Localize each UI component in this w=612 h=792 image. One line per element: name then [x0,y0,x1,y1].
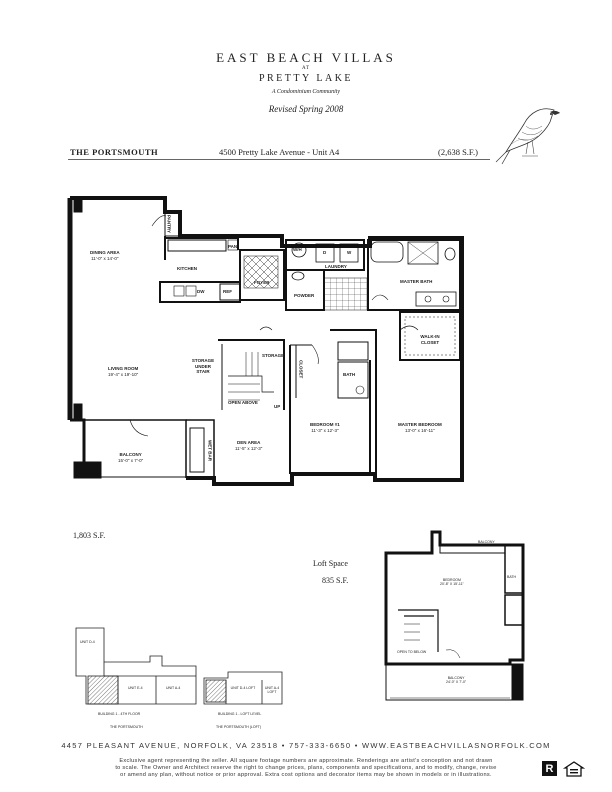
open-to-below-label: OPEN TO BELOW [397,650,427,654]
key-caption-right-1: BUILDING 1 - LOFT LEVEL [218,712,262,716]
bath-label: BATH [343,372,356,377]
kitchen-label: KITCHEN [177,266,197,271]
dw-label: DW [197,289,205,294]
footer-logos: R [542,761,585,777]
loft-balcony-top-label: BALCONY [478,540,495,544]
ref-label: REF [223,289,232,294]
svg-text:R: R [546,763,554,775]
storage-label: STORAGE [262,353,285,358]
loft-bath-label: BATH [507,575,517,579]
unit-address: 4500 Pretty Lake Avenue - Unit A4 [219,147,340,157]
disclaimer-line-2: to scale. The Owner and Architect reserv… [115,765,497,771]
walkin-closet-label: WALK-IN CLOSET [420,334,440,345]
disclaimer-line-3: or amend any plan, without notice or pri… [120,772,492,778]
brand-title: EAST BEACH VILLAS [216,50,396,65]
key-unit-a4-loft-label: UNIT A-4 LOFT [264,686,280,694]
brand-subtitle: PRETTY LAKE [258,73,354,84]
key-caption-left-1: BUILDING 1 - 4TH FLOOR [98,712,141,716]
pan-label: PAN [228,244,238,249]
storage-under-stair-label: STORAGE UNDER STAIR [191,358,215,374]
dryer-label: D [323,250,327,255]
key-unit-d4-loft-label: UNIT D-4 LOFT [230,686,256,690]
foyer-label: FOYER [254,280,270,285]
key-caption-left-2: THE PORTSMOUTH [110,725,143,729]
key-caption-right-2: THE PORTSMOUTH (LOFT) [216,725,262,729]
disclaimer-line-1: Exclusive agent representing the seller.… [119,758,493,764]
loft-title: Loft Space [313,559,348,568]
stair-up-label: UP [274,404,281,409]
water-heater-label: W/H [293,247,302,252]
revised-date: Revised Spring 2008 [268,104,344,114]
brand-at: AT [301,66,311,71]
header-divider [68,159,490,160]
key-unit-a4-label: UNIT A-4 [166,686,181,690]
footer-contact: 4457 PLEASANT AVENUE, NORFOLK, VA 23518 … [61,741,551,750]
main-floor-area: 1,803 S.F. [73,531,106,540]
master-bath-label: MASTER BATH [400,279,433,284]
powder-label: POWDER [294,293,315,298]
washer-label: W [347,250,352,255]
model-name: THE PORTSMOUTH [70,147,159,157]
pantry-label: PANTRY [166,215,172,233]
equal-housing-icon [562,761,585,777]
total-square-feet: (2,638 S.F.) [438,147,478,157]
open-above-label: OPEN ABOVE [228,400,258,405]
key-unit-e4-label: UNIT E-4 [128,686,143,690]
brand-tagline: A Condominium Community [271,89,341,95]
wet-bar-label: WET BAR [207,440,213,461]
bird-illustration [495,108,560,165]
closet-label: CLOSET [298,360,304,379]
loft-area: 835 S.F. [322,576,349,585]
key-unit-d4-label: UNIT D-4 [80,640,95,644]
realtor-logo-icon: R [542,761,557,776]
laundry-label: LAUNDRY [325,264,347,269]
